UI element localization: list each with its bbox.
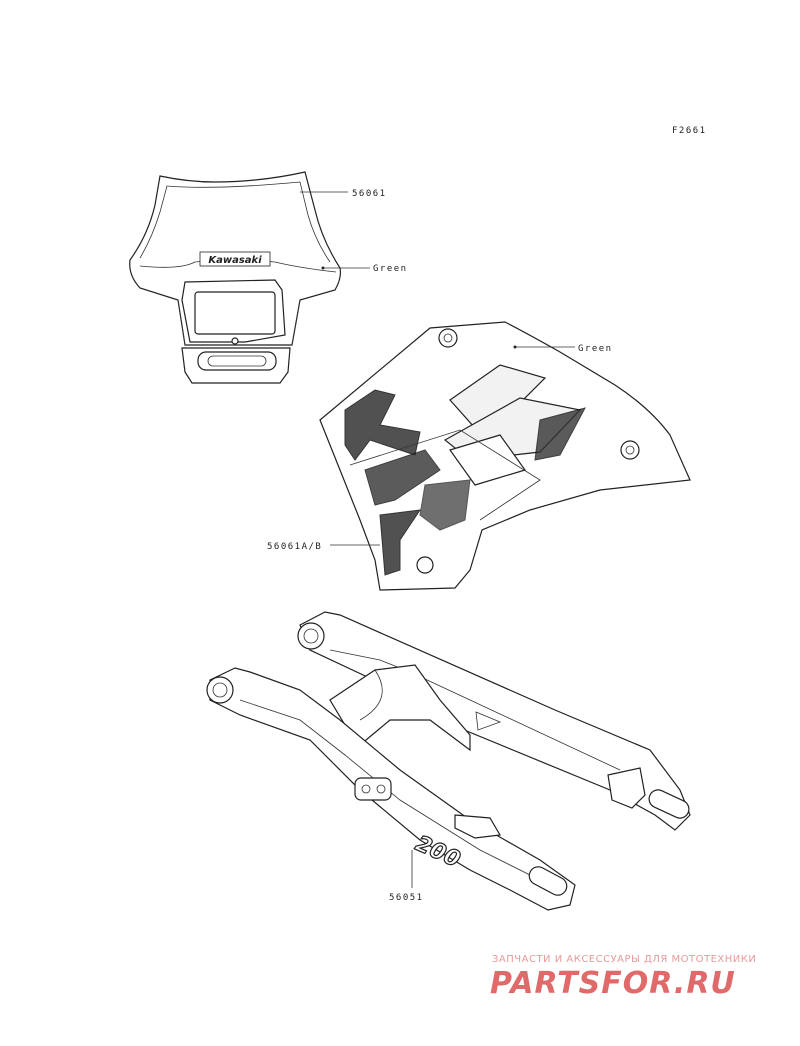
- watermark-tagline: ЗАПЧАСТИ И АКСЕССУАРЫ ДЛЯ МОТОТЕХНИКИ: [492, 954, 756, 965]
- part-number-56061: 56061: [352, 189, 387, 199]
- headlight-plate: Kawasaki: [129, 171, 370, 384]
- part-number-56061ab: 56061A/B: [267, 542, 322, 552]
- watermark-logo: PARTSFOR.RU: [490, 966, 736, 1001]
- side-cover: [319, 321, 691, 591]
- part-number-56051: 56051: [389, 893, 424, 903]
- part-color-green-2: Green: [578, 344, 613, 354]
- swingarm: 200: [206, 611, 691, 911]
- figure-code: F2661: [672, 126, 707, 136]
- part-color-green-1: Green: [373, 264, 408, 274]
- brand-decal-text: Kawasaki: [208, 255, 262, 266]
